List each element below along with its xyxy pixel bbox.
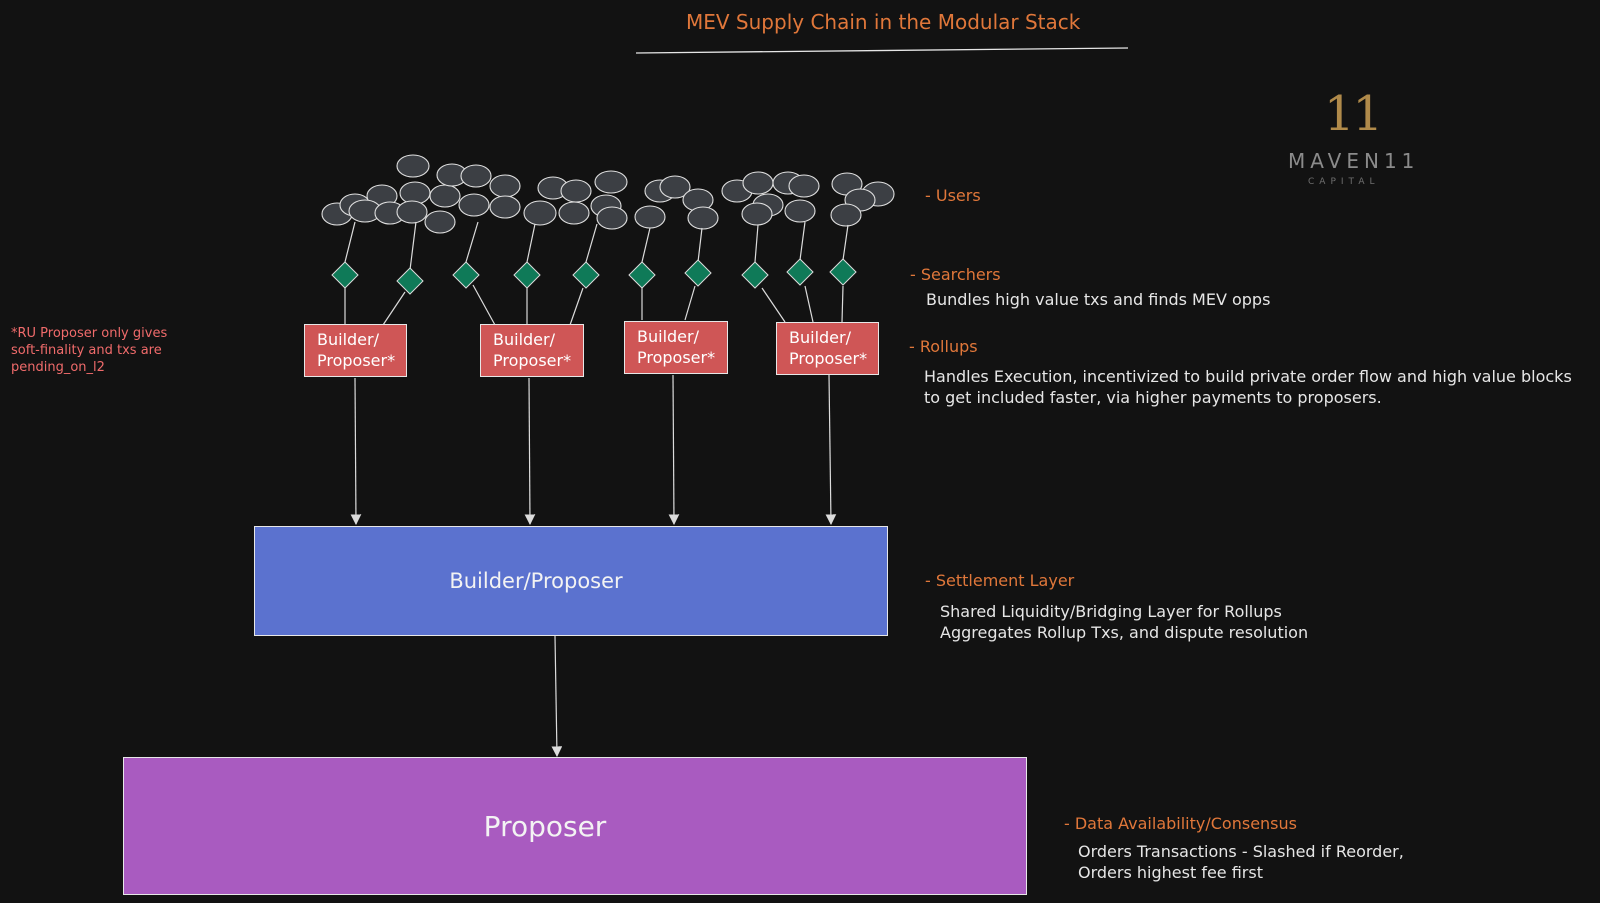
legend-settlement: - Settlement Layer: [925, 571, 1075, 590]
box-label-line: Builder/: [493, 330, 555, 349]
settlement-layer-box: Builder/Proposer: [254, 526, 888, 636]
da-layer-box: Proposer: [123, 757, 1027, 895]
da-box-label: Proposer: [483, 809, 607, 843]
user-searcher-links: [344, 221, 849, 271]
note-line: pending_on_l2: [11, 360, 105, 375]
desc-line: Handles Execution, incentivized to build…: [924, 367, 1572, 386]
legend-users: - Users: [925, 186, 981, 205]
desc-line: Orders Transactions - Slashed if Reorder…: [1078, 842, 1404, 861]
box-label-line: Proposer*: [493, 351, 572, 370]
legend-rollups-desc: Handles Execution, incentivized to build…: [924, 366, 1572, 408]
diagram-title: MEV Supply Chain in the Modular Stack: [686, 10, 1081, 34]
box-label-line: Builder/: [789, 328, 851, 347]
rollup-settlement-arrows: [350, 374, 837, 526]
legend-searchers-desc: Bundles high value txs and finds MEV opp…: [926, 290, 1271, 309]
rollup-builder-box: Builder/ Proposer*: [480, 324, 584, 377]
searcher-diamonds: [331, 258, 857, 295]
desc-line: Shared Liquidity/Bridging Layer for Roll…: [940, 602, 1282, 621]
users-cluster: [321, 154, 895, 234]
box-label-line: Proposer*: [637, 348, 716, 367]
logo-mark: 11: [1324, 86, 1383, 142]
note-line: *RU Proposer only gives: [11, 326, 168, 341]
box-label-line: Builder/: [317, 330, 379, 349]
searcher-builder-links: [344, 284, 844, 326]
title-underline: [635, 47, 1129, 54]
rollup-builder-box: Builder/ Proposer*: [624, 321, 728, 374]
rollup-builder-box: Builder/ Proposer*: [304, 324, 407, 377]
desc-line: to get included faster, via higher payme…: [924, 388, 1382, 407]
legend-da: - Data Availability/Consensus: [1064, 814, 1297, 833]
box-label-line: Builder/: [637, 327, 699, 346]
desc-line: Orders highest fee first: [1078, 863, 1263, 882]
rollup-builder-box: Builder/ Proposer*: [776, 322, 879, 375]
rollup-proposer-note: *RU Proposer only gives soft-finality an…: [11, 325, 167, 376]
legend-searchers: - Searchers: [910, 265, 1001, 284]
settlement-da-arrow: [551, 635, 563, 758]
logo-name: MAVEN11: [1288, 149, 1420, 173]
legend-settlement-desc: Shared Liquidity/Bridging Layer for Roll…: [940, 601, 1308, 643]
logo-sub: CAPITAL: [1308, 177, 1380, 187]
note-line: soft-finality and txs are: [11, 343, 162, 358]
box-label-line: Proposer*: [317, 351, 396, 370]
legend-rollups: - Rollups: [909, 337, 978, 356]
legend-da-desc: Orders Transactions - Slashed if Reorder…: [1078, 841, 1404, 883]
desc-line: Aggregates Rollup Txs, and dispute resol…: [940, 623, 1309, 642]
settlement-box-label: Builder/Proposer: [449, 569, 623, 593]
box-label-line: Proposer*: [789, 349, 868, 368]
